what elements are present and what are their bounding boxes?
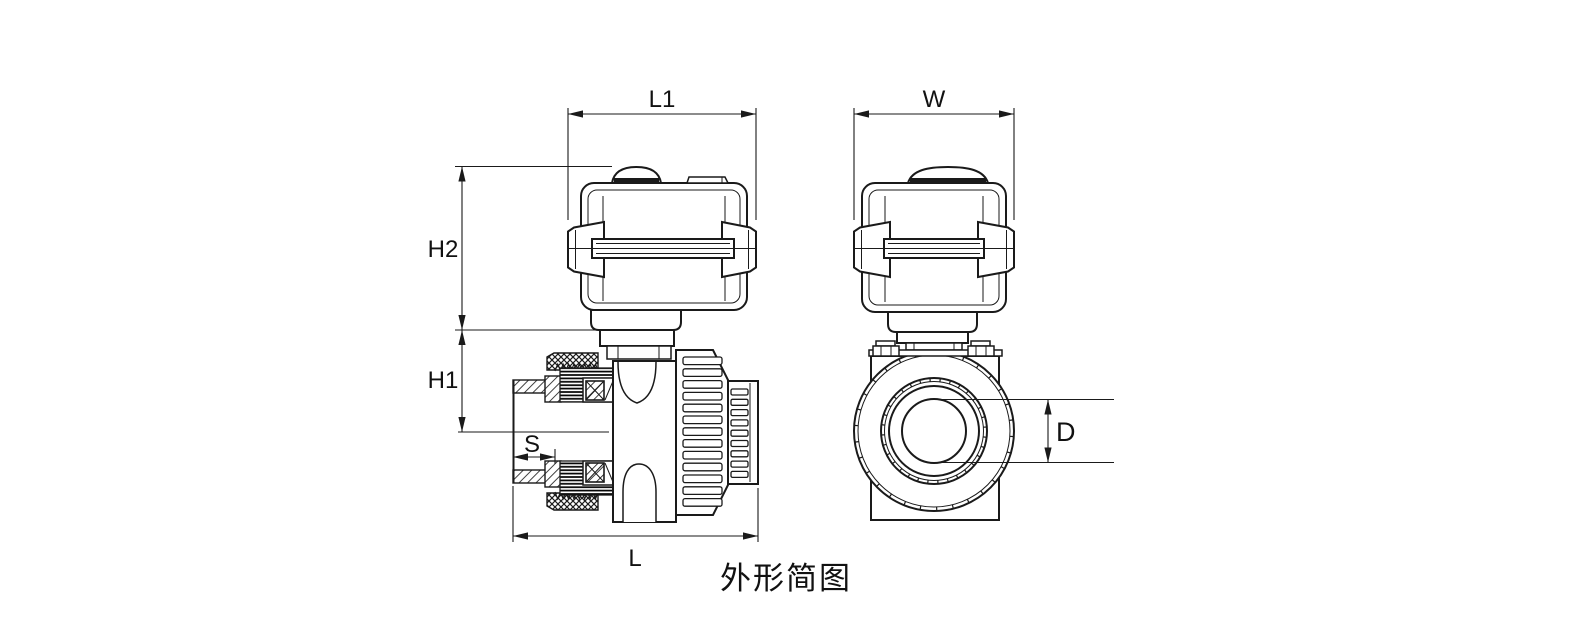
- side-valve-body: [853, 340, 1015, 521]
- side-bolt-left: [872, 340, 900, 357]
- dimension-arrows: [458, 110, 1052, 540]
- front-union-nut-right: [675, 349, 729, 516]
- drawing-caption: 外形简图: [720, 561, 852, 596]
- front-valve-body: [458, 349, 759, 523]
- ball-cavity-top: [617, 361, 657, 404]
- nut-ribs: [682, 356, 723, 507]
- side-bolt-right: [967, 340, 995, 357]
- front-actuator: [567, 165, 757, 360]
- seal-section-bottom: [585, 462, 614, 483]
- dim-label-l1: L1: [649, 86, 676, 113]
- front-clamp-left: [567, 220, 605, 279]
- side-flange-circles: [853, 350, 1015, 512]
- dim-label-s: S: [524, 431, 540, 458]
- dim-label-d: D: [1056, 417, 1076, 447]
- dim-label-w: W: [923, 86, 946, 113]
- front-socket-end: [727, 380, 759, 485]
- seal-section-top: [585, 380, 614, 401]
- socket-ribs: [730, 388, 749, 479]
- side-mount-flange: [905, 342, 963, 351]
- side-view: [853, 165, 1015, 521]
- front-neck-mid: [599, 329, 675, 347]
- side-clamp-left: [853, 220, 891, 279]
- front-clamp-right: [721, 220, 757, 279]
- dimension-l1: L1: [567, 86, 757, 220]
- dimension-s: S: [513, 431, 556, 464]
- front-dome: [610, 165, 663, 184]
- side-dome: [906, 165, 990, 184]
- front-band: [568, 238, 756, 259]
- side-top-plate: [868, 349, 1003, 357]
- front-mount-flange: [606, 345, 672, 360]
- side-actuator: [853, 165, 1015, 351]
- front-view: [458, 165, 759, 523]
- dim-label-h1: H1: [428, 367, 459, 394]
- front-union-nut-left: [546, 352, 614, 511]
- front-indicator-tab: [685, 176, 730, 184]
- front-center-body: [612, 360, 677, 523]
- dim-label-l: L: [628, 545, 641, 572]
- side-band: [854, 238, 1014, 259]
- ball-cavity-bottom: [622, 463, 657, 522]
- front-pipe-end: [512, 375, 562, 488]
- dim-label-h2: H2: [428, 236, 459, 263]
- side-neck-mid: [896, 331, 969, 344]
- dimension-l: L: [512, 486, 759, 572]
- side-neck-upper: [887, 311, 978, 333]
- dimension-h2: H2: [428, 165, 612, 331]
- dimension-h1: H1: [428, 330, 463, 432]
- front-neck-upper: [590, 309, 682, 331]
- dimensions: L1 W H2 H1 S L: [428, 86, 1114, 572]
- side-clamp-right: [977, 220, 1015, 279]
- dimension-w: W: [853, 86, 1015, 220]
